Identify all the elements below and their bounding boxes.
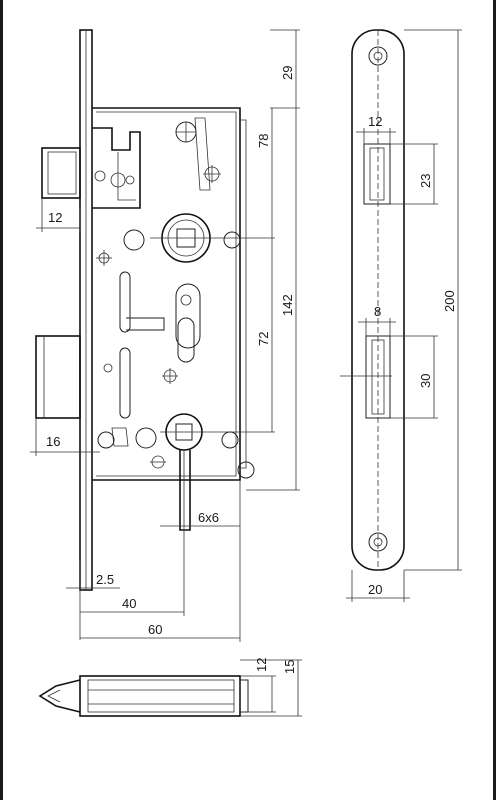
dimension-lines-side — [340, 29, 462, 602]
dim-8: 8 — [374, 304, 381, 319]
dim-20: 20 — [368, 582, 382, 597]
dim-200: 200 — [442, 290, 457, 312]
lock-case — [92, 107, 241, 481]
dim-78: 78 — [256, 134, 271, 148]
lock-bottom-view — [38, 659, 302, 717]
follower-upper — [96, 213, 275, 266]
dim-12-latch: 12 — [48, 210, 62, 225]
follower-lower — [97, 413, 275, 531]
dim-60: 60 — [148, 622, 162, 637]
dead-bolt — [35, 335, 81, 419]
dim-16: 16 — [46, 434, 60, 449]
latch-bolt — [41, 127, 141, 209]
dimension-labels: 29 78 142 72 12 16 6x6 2.5 40 60 12 23 8… — [46, 66, 457, 674]
dim-12-strike: 12 — [368, 114, 382, 129]
forend-side-view — [351, 29, 405, 571]
dim-40: 40 — [122, 596, 136, 611]
dim-12-side: 12 — [254, 658, 269, 672]
dim-142: 142 — [280, 294, 295, 316]
screw-hole-top — [175, 117, 221, 191]
dim-30: 30 — [418, 374, 433, 388]
dim-2-5: 2.5 — [96, 572, 114, 587]
lock-body-front-view — [79, 29, 247, 591]
dimension-lines-front — [30, 29, 300, 642]
dim-23: 23 — [418, 174, 433, 188]
dim-72: 72 — [256, 332, 271, 346]
lever-slots — [103, 271, 201, 419]
dim-15-side: 15 — [282, 660, 297, 674]
dim-6x6: 6x6 — [198, 510, 219, 525]
dim-29: 29 — [280, 66, 295, 80]
